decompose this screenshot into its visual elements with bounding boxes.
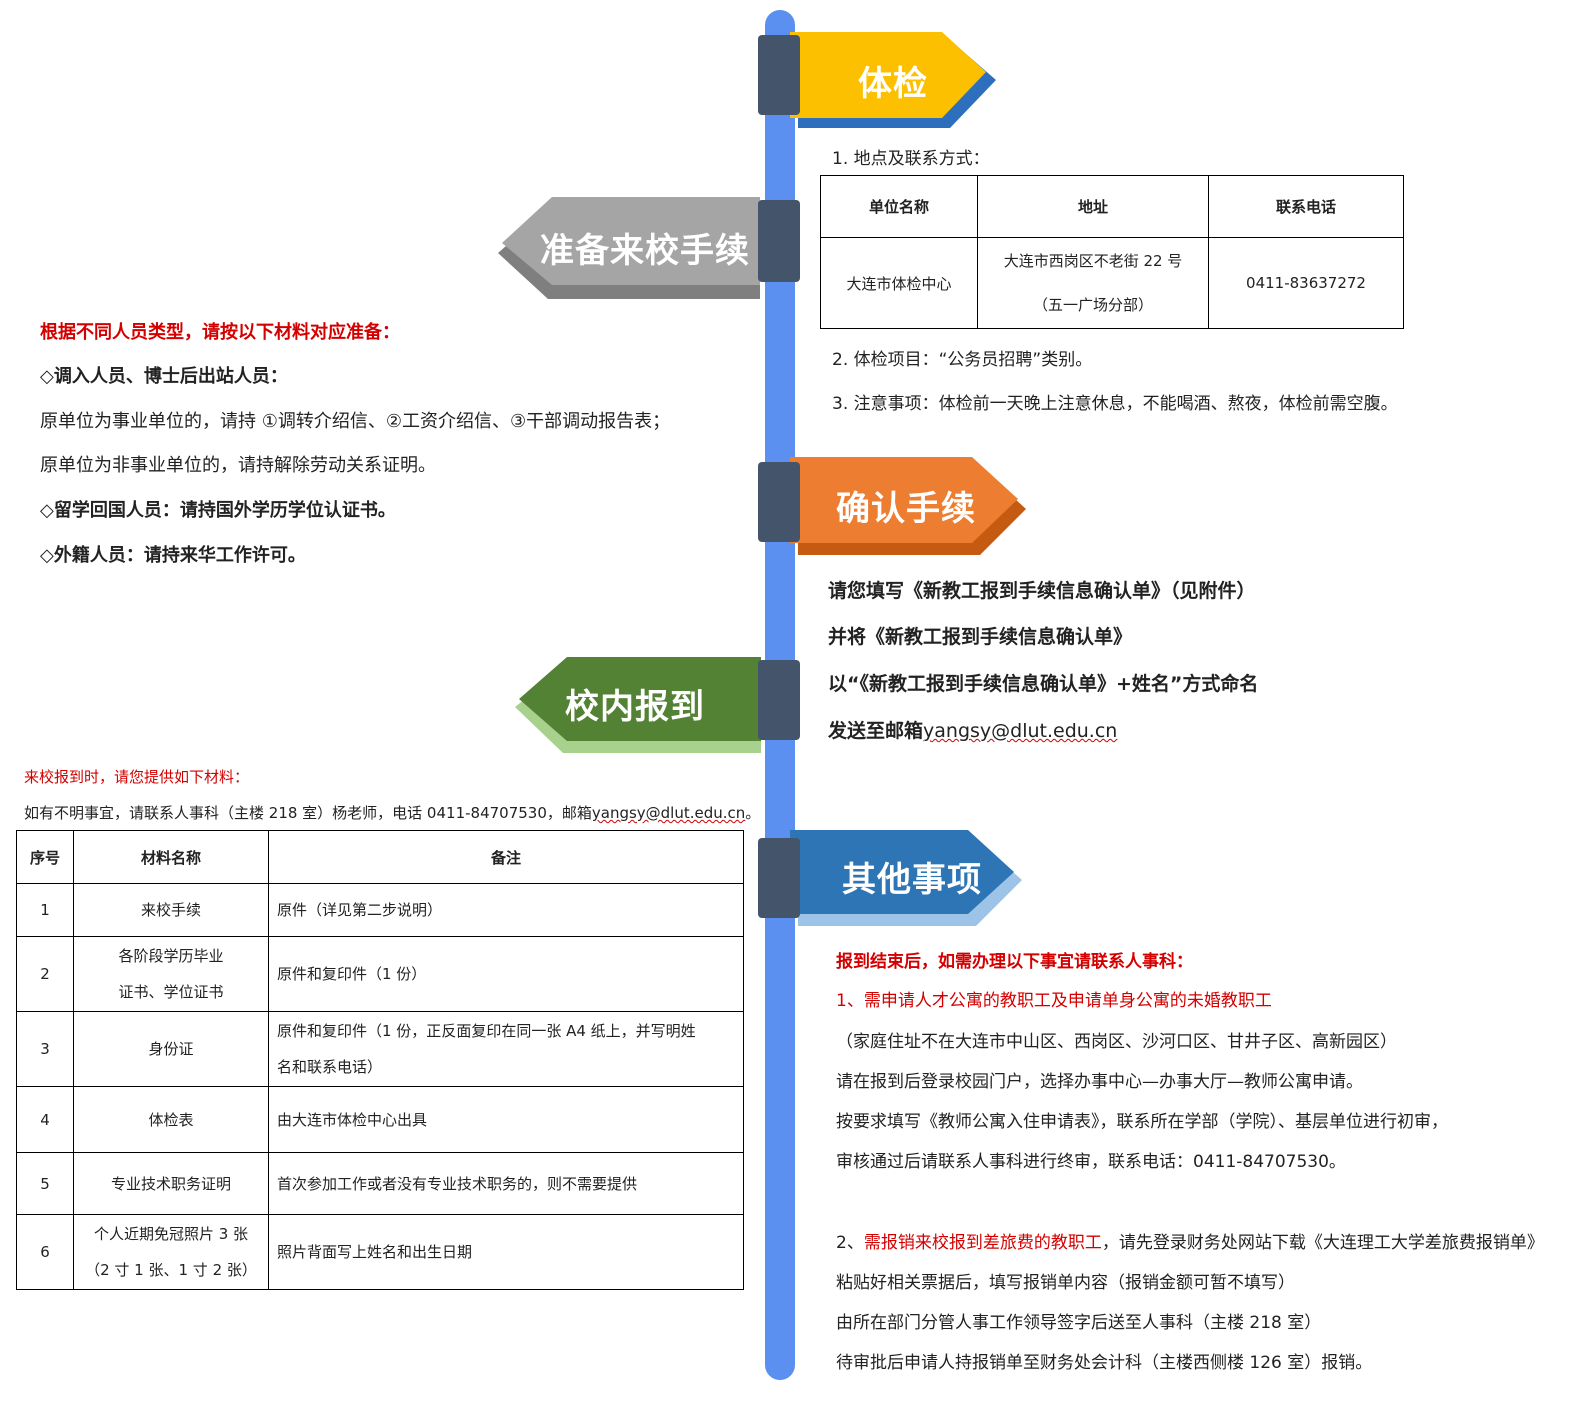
prepare-group-3: ◇外籍人员：请持来华工作许可。 [40,545,306,566]
name-line: 个人近期免冠照片 3 张 [93,1225,249,1243]
sign-label: 体检 [858,64,928,104]
item-title: 需申请人才公寓的教职工及申请单身公寓的未婚教职工 [863,991,1272,1011]
row-number: 2 [16,936,74,1012]
material-name: 体检表 [73,1086,269,1153]
name-line: （2 寸 1 张、1 寸 2 张） [85,1261,257,1279]
material-name: 个人近期免冠照片 3 张 （2 寸 1 张、1 寸 2 张） [73,1214,269,1290]
item-number: 2、 [836,1233,864,1253]
report-contact: 如有不明事宜，请联系人事科（主楼 218 室）杨老师，电话 0411-84707… [24,806,760,821]
other-item-2-line: 待审批后申请人持报销单至财务处会计科（主楼西侧楼 126 室）报销。 [836,1353,1373,1373]
contact-email-link[interactable]: yangsy@dlut.edu.cn [591,804,746,822]
material-name: 各阶段学历毕业证书、学位证书 [73,936,269,1012]
exam-location-table: 单位名称 地址 联系电话 大连市体检中心 大连市西岗区不老街 22 号 （五一广场… [820,175,1404,329]
table-row: 大连市体检中心 大连市西岗区不老街 22 号 （五一广场分部） 0411-8363… [820,237,1404,329]
material-name: 来校手续 [73,883,269,937]
pole-collar [758,462,800,542]
pole-collar [758,838,800,918]
prepare-line-1: 原单位为事业单位的，请持 ①调转介绍信、②工资介绍信、③干部调动报告表； [40,411,671,432]
material-note: 原件和复印件（1 份，正反面复印在同一张 A4 纸上，并写明姓名和联系电话） [268,1011,744,1087]
other-item-1-line: （家庭住址不在大连市中山区、西岗区、沙河口区、甘井子区、高新园区） [836,1032,1397,1052]
row-number: 3 [16,1011,74,1087]
table-row: 5 专业技术职务证明 首次参加工作或者没有专业技术职务的，则不需要提供 [16,1152,744,1215]
prepare-group-2: ◇留学回国人员：请持国外学历学位认证书。 [40,500,396,521]
exam-item-2: 2. 体检项目：“公务员招聘”类别。 [832,350,1093,370]
table-row: 4 体检表 由大连市体检中心出具 [16,1086,744,1153]
confirm-line-3: 以“《新教工报到手续信息确认单》+姓名”方式命名 [828,673,1259,695]
material-note: 由大连市体检中心出具 [268,1086,744,1153]
item-number: 1、 [836,991,864,1011]
sign-prepare: 准备来校手续 [498,195,763,300]
table-row: 3 身份证 原件和复印件（1 份，正反面复印在同一张 A4 纸上，并写明姓名和联… [16,1011,744,1087]
sign-report: 校内报到 [515,655,763,755]
other-item-1-line: 请在报到后登录校园门户，选择办事中心—办事大厅—教师公寓申请。 [836,1072,1363,1092]
materials-table: 序号 材料名称 备注 1 来校手续 原件（详见第二步说明） 2 各阶段学历毕业证… [16,830,744,1290]
table-header: 序号 [16,830,74,884]
table-row: 2 各阶段学历毕业证书、学位证书 原件和复印件（1 份） [16,936,744,1012]
other-intro: 报到结束后，如需办理以下事宜请联系人事科： [836,952,1193,972]
table-header: 材料名称 [73,830,269,884]
sign-physical-exam: 体检 [790,30,1000,130]
material-note: 原件（详见第二步说明） [268,883,744,937]
name-line: 证书、学位证书 [118,983,224,1001]
other-item-1-title: 1、需申请人才公寓的教职工及申请单身公寓的未婚教职工 [836,993,1272,1010]
material-name: 专业技术职务证明 [73,1152,269,1215]
other-item-1-line: 按要求填写《教师公寓入住申请表》，联系所在学部（学院）、基层单位进行初审， [836,1112,1448,1132]
row-number: 4 [16,1086,74,1153]
name-line: 各阶段学历毕业 [118,947,224,965]
confirm-line-2: 并将《新教工报到手续信息确认单》 [828,626,1133,648]
email-prefix: 发送至邮箱 [828,720,924,742]
item-rest: ，请先登录财务处网站下载《大连理工大学差旅费报销单》 [1101,1233,1544,1253]
table-header: 地址 [977,175,1209,238]
sign-other: 其他事项 [790,828,1025,928]
exam-item-3: 3. 注意事项：体检前一天晚上注意休息，不能喝酒、熬夜，体检前需空腹。 [832,394,1398,414]
sign-label: 准备来校手续 [540,231,750,271]
sign-label: 校内报到 [565,687,705,727]
pole-collar [758,35,800,115]
confirm-line-4: 发送至邮箱yangsy@dlut.edu.cn [828,722,1117,741]
sign-label: 其他事项 [842,860,982,900]
sign-label: 确认手续 [836,489,976,529]
prepare-line-2: 原单位为非事业单位的，请持解除劳动关系证明。 [40,455,436,476]
address-line: （五一广场分部） [1032,296,1153,314]
sign-confirm: 确认手续 [790,455,1030,557]
prepare-group-1: ◇调入人员、博士后出站人员： [40,366,288,387]
table-row: 1 来校手续 原件（详见第二步说明） [16,883,744,937]
material-name: 身份证 [73,1011,269,1087]
table-row: 6 个人近期免冠照片 3 张 （2 寸 1 张、1 寸 2 张） 照片背面写上姓名… [16,1214,744,1290]
unit-name: 大连市体检中心 [820,237,978,329]
row-number: 6 [16,1214,74,1290]
contact-text: 如有不明事宜，请联系人事科（主楼 218 室）杨老师，电话 0411-84707… [24,804,592,822]
row-number: 5 [16,1152,74,1215]
contact-suffix: 。 [745,804,761,822]
phone: 0411-83637272 [1208,237,1404,329]
address-line: 大连市西岗区不老街 22 号 [1003,252,1183,270]
row-number: 1 [16,883,74,937]
report-intro: 来校报到时，请您提供如下材料： [24,768,250,786]
table-header: 单位名称 [820,175,978,238]
material-note: 原件和复印件（1 份） [268,936,744,1012]
other-item-1-line: 审核通过后请联系人事科进行终审，联系电话：0411-84707530。 [836,1152,1346,1172]
email-link[interactable]: yangsy@dlut.edu.cn [923,720,1118,742]
address: 大连市西岗区不老街 22 号 （五一广场分部） [977,237,1209,329]
material-note: 照片背面写上姓名和出生日期 [268,1214,744,1290]
material-note: 首次参加工作或者没有专业技术职务的，则不需要提供 [268,1152,744,1215]
item-title: 需报销来校报到差旅费的教职工 [863,1233,1102,1253]
other-item-2-line: 粘贴好相关票据后，填写报销单内容（报销金额可暂不填写） [836,1273,1295,1293]
table-header: 备注 [268,830,744,884]
pole-collar [758,200,800,282]
confirm-line-1: 请您填写《新教工报到手续信息确认单》（见附件） [828,580,1256,602]
table-header: 联系电话 [1208,175,1404,238]
note-line: 名和联系电话） [277,1058,383,1076]
note-line: 原件和复印件（1 份，正反面复印在同一张 A4 纸上，并写明姓 [277,1022,696,1040]
other-item-2-title: 2、需报销来校报到差旅费的教职工，请先登录财务处网站下载《大连理工大学差旅费报销… [836,1235,1544,1252]
exam-item-1: 1. 地点及联系方式： [832,149,990,169]
other-item-2-line: 由所在部门分管人事工作领导签字后送至人事科（主楼 218 室） [836,1313,1322,1333]
pole-collar [758,660,800,740]
prepare-intro: 根据不同人员类型，请按以下材料对应准备： [40,322,400,343]
